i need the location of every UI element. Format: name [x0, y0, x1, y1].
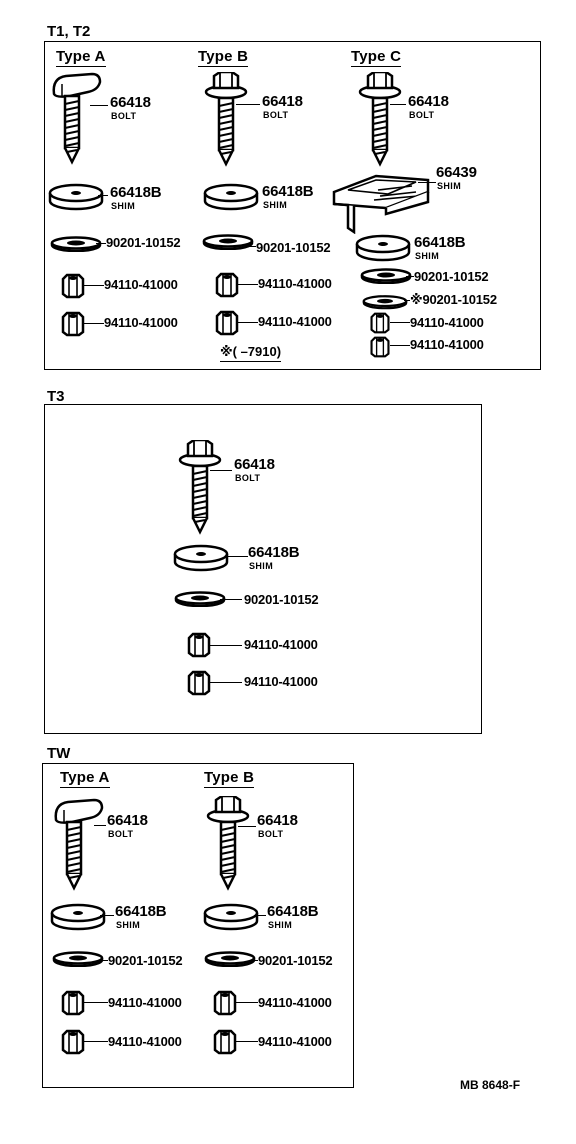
- nut-part-number: 94110-41000: [258, 1034, 332, 1049]
- bolt-part-name: BOLT: [235, 473, 261, 483]
- shim-part-name: SHIM: [249, 561, 274, 571]
- type-c-title: Type C: [351, 48, 402, 67]
- shim-part-number: 66418B: [248, 544, 300, 561]
- type-a-title: Type A: [60, 769, 110, 788]
- frame-t1t2: [44, 41, 541, 370]
- bolt-part-name: BOLT: [108, 829, 134, 839]
- washer-icon: [202, 234, 254, 250]
- hex-bolt-icon: [178, 440, 222, 536]
- washer-icon: [360, 268, 412, 284]
- shim-icon: [50, 903, 106, 931]
- shim-part-number: 66418B: [262, 183, 314, 200]
- shim-part-name: SHIM: [268, 920, 293, 930]
- frame-t3: [44, 404, 482, 734]
- shim-part-name: SHIM: [263, 200, 288, 210]
- nut-part-number: 94110-41000: [108, 1034, 182, 1049]
- shim-icon: [173, 544, 229, 572]
- flat-head-bolt-icon: [50, 796, 106, 892]
- hex-bolt-icon: [204, 72, 248, 168]
- shim-icon: [203, 183, 259, 211]
- nut-icon: [60, 273, 86, 299]
- nut-icon: [368, 336, 392, 358]
- hex-bolt-icon: [206, 796, 250, 892]
- washer-part-number: 90201-10152: [106, 235, 181, 250]
- nut-icon: [186, 670, 212, 696]
- washer-icon: [362, 294, 408, 310]
- bolt-part-name: BOLT: [263, 110, 289, 120]
- bolt-part-name: BOLT: [409, 110, 435, 120]
- type-b-title: Type B: [198, 48, 249, 67]
- shim-part-name: SHIM: [116, 920, 141, 930]
- clip-shim-part-name: SHIM: [437, 181, 462, 191]
- shim-icon: [355, 234, 411, 262]
- nut-part-number: 94110-41000: [410, 337, 484, 352]
- washer-part-number: 90201-10152: [244, 592, 319, 607]
- washer-icon: [50, 236, 102, 252]
- section-title-t1t2: T1, T2: [47, 23, 91, 40]
- nut-part-number: 94110-41000: [244, 674, 318, 689]
- bolt-part-number: 66418: [262, 93, 303, 110]
- nut-icon: [212, 990, 238, 1016]
- washer-part-number: 90201-10152: [414, 269, 489, 284]
- washer-part-number: 90201-10152: [258, 953, 333, 968]
- nut-icon: [212, 1029, 238, 1055]
- nut-part-number: 94110-41000: [258, 276, 332, 291]
- nut-part-number: 94110-41000: [258, 995, 332, 1010]
- nut-icon: [186, 632, 212, 658]
- bolt-part-name: BOLT: [111, 111, 137, 121]
- type-b-title: Type B: [204, 769, 255, 788]
- bolt-part-number: 66418: [408, 93, 449, 110]
- frame-tw: [42, 763, 354, 1088]
- shim-part-name: SHIM: [415, 251, 440, 261]
- serial-range-note: ※( –7910): [220, 344, 282, 362]
- flat-head-bolt-icon: [48, 70, 104, 166]
- washer-icon: [52, 951, 104, 967]
- hex-bolt-icon: [358, 72, 402, 168]
- bolt-part-number: 66418: [234, 456, 275, 473]
- bolt-part-name: BOLT: [258, 829, 284, 839]
- nut-icon: [214, 272, 240, 298]
- nut-part-number: 94110-41000: [410, 315, 484, 330]
- shim-part-number: 66418B: [414, 234, 466, 251]
- nut-part-number: 94110-41000: [258, 314, 332, 329]
- type-a-title: Type A: [56, 48, 106, 67]
- shim-icon: [203, 903, 259, 931]
- nut-icon: [368, 312, 392, 334]
- shim-icon: [48, 183, 104, 211]
- nut-icon: [214, 310, 240, 336]
- nut-icon: [60, 990, 86, 1016]
- section-title-tw: TW: [47, 745, 71, 762]
- washer-icon: [174, 591, 226, 607]
- bolt-part-number: 66418: [107, 812, 148, 829]
- shim-part-number: 66418B: [110, 184, 162, 201]
- washer-part-number: 90201-10152: [108, 953, 183, 968]
- nut-icon: [60, 1029, 86, 1055]
- section-title-t3: T3: [47, 388, 65, 405]
- nut-part-number: 94110-41000: [244, 637, 318, 652]
- washer-icon: [204, 951, 256, 967]
- bolt-part-number: 66418: [110, 94, 151, 111]
- clip-shim-part-number: 66439: [436, 164, 477, 181]
- washer-part-number: ※90201-10152: [410, 292, 497, 307]
- nut-part-number: 94110-41000: [104, 315, 178, 330]
- nut-part-number: 94110-41000: [108, 995, 182, 1010]
- shim-part-name: SHIM: [111, 201, 136, 211]
- clip-shim-icon: [330, 170, 434, 234]
- nut-icon: [60, 311, 86, 337]
- shim-part-number: 66418B: [267, 903, 319, 920]
- shim-part-number: 66418B: [115, 903, 167, 920]
- figure-reference: MB 8648-F: [460, 1078, 521, 1092]
- washer-part-number: 90201-10152: [256, 240, 331, 255]
- bolt-part-number: 66418: [257, 812, 298, 829]
- nut-part-number: 94110-41000: [104, 277, 178, 292]
